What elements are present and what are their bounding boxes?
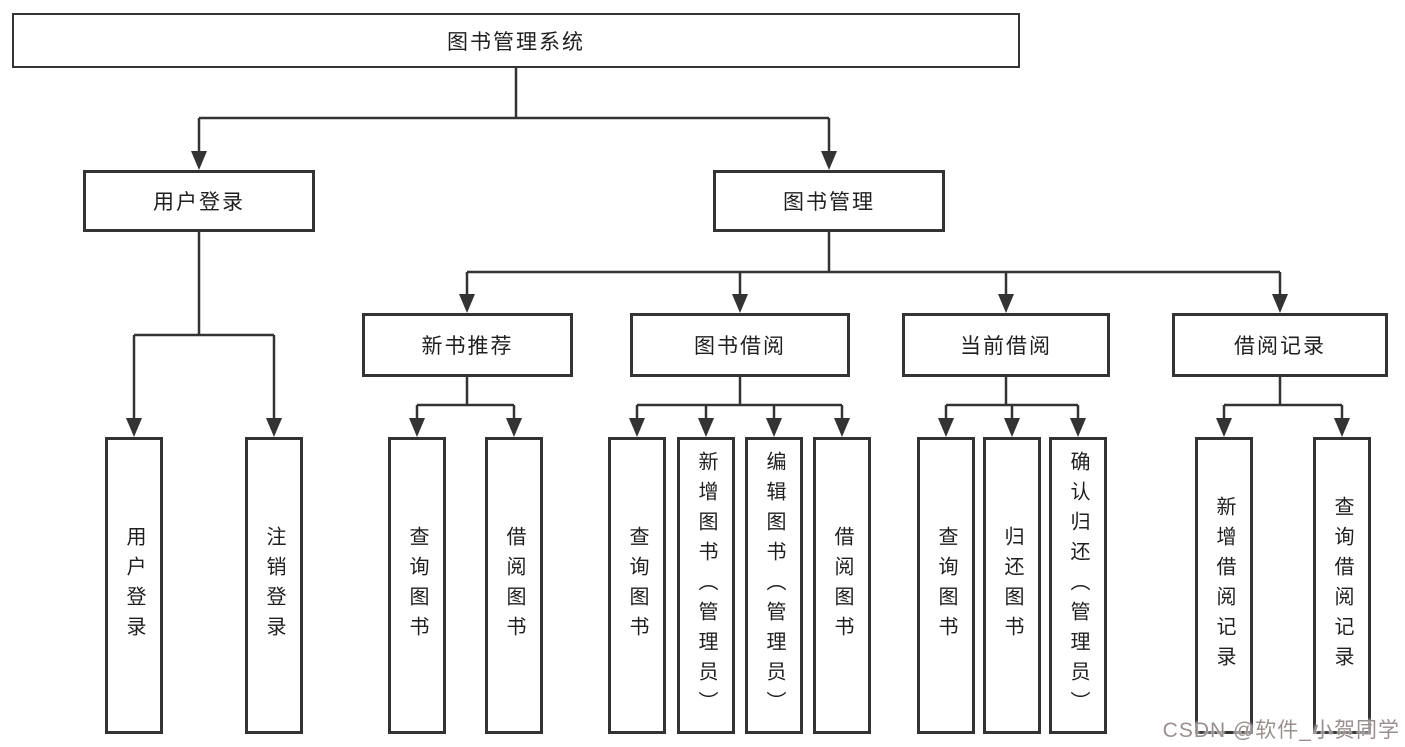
leaf-label: 借阅图书	[831, 525, 853, 646]
leaf-confirm-return-admin: 确认归还（管理员）	[1049, 437, 1107, 734]
node-root-system: 图书管理系统	[12, 13, 1020, 68]
leaf-edit-books-admin: 编辑图书（管理员）	[745, 437, 803, 734]
leaf-label: 借阅图书	[503, 525, 525, 646]
leaf-borrow-books-recommend: 借阅图书	[485, 437, 543, 734]
leaf-label: 归还图书	[1001, 525, 1023, 646]
leaf-query-books-recommend: 查询图书	[388, 437, 446, 734]
leaf-label: 查询图书	[935, 525, 957, 646]
node-book-management: 图书管理	[713, 170, 945, 232]
node-user-login: 用户登录	[83, 170, 315, 232]
leaf-query-borrow-record: 查询借阅记录	[1313, 437, 1371, 734]
node-borrow-records: 借阅记录	[1172, 313, 1388, 377]
leaf-add-borrow-record: 新增借阅记录	[1195, 437, 1253, 734]
leaf-label: 编辑图书（管理员）	[763, 450, 785, 721]
node-current-borrow: 当前借阅	[902, 313, 1110, 377]
leaf-label: 新增图书（管理员）	[695, 450, 717, 721]
leaf-return-books: 归还图书	[983, 437, 1041, 734]
leaf-query-books-borrow: 查询图书	[608, 437, 666, 734]
leaf-add-books-admin: 新增图书（管理员）	[677, 437, 735, 734]
leaf-label: 新增借阅记录	[1213, 495, 1235, 676]
node-book-borrow: 图书借阅	[630, 313, 850, 377]
leaf-query-books-current: 查询图书	[917, 437, 975, 734]
leaf-label: 注销登录	[263, 525, 285, 646]
leaf-user-login: 用户登录	[105, 437, 163, 734]
leaf-borrow-books: 借阅图书	[813, 437, 871, 734]
leaf-label: 确认归还（管理员）	[1067, 450, 1089, 721]
node-new-book-recommend: 新书推荐	[362, 313, 573, 377]
leaf-label: 查询图书	[406, 525, 428, 646]
leaf-label: 查询图书	[626, 525, 648, 646]
leaf-logout: 注销登录	[245, 437, 303, 734]
leaf-label: 用户登录	[123, 525, 145, 646]
leaf-label: 查询借阅记录	[1331, 495, 1353, 676]
csdn-watermark: CSDN @软件_小贺同学	[1162, 719, 1400, 742]
